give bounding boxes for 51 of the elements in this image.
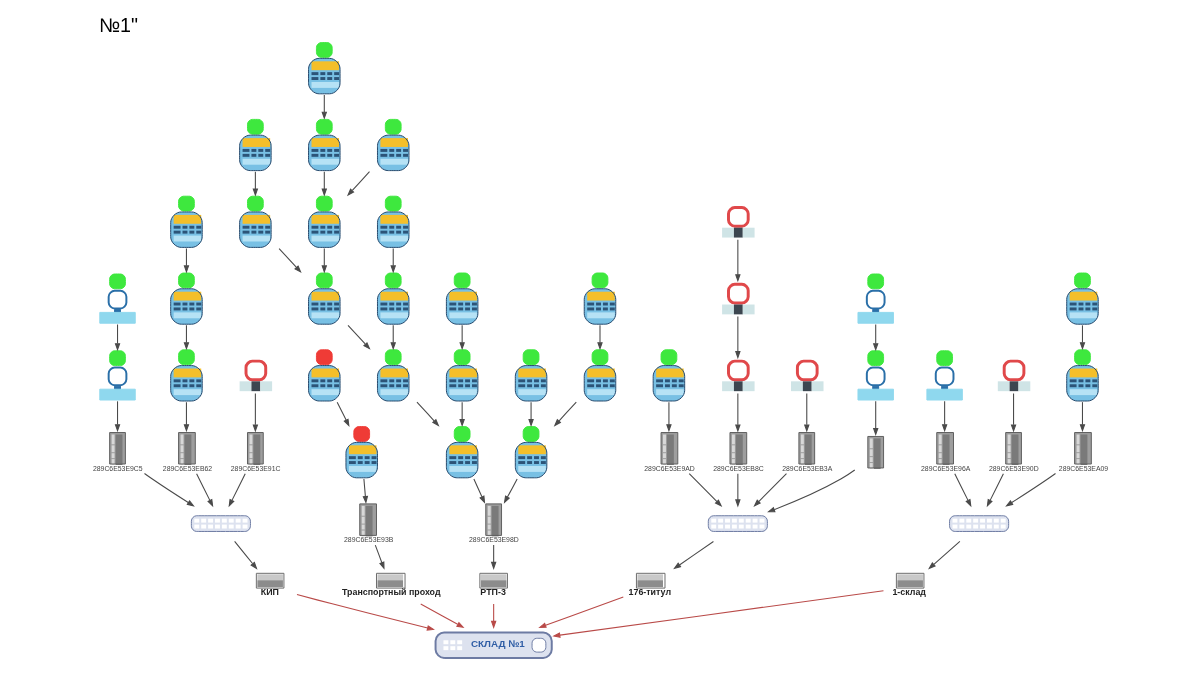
arrow xyxy=(538,596,624,628)
node-label: Транспортный проход xyxy=(342,587,441,598)
arrow xyxy=(803,392,810,433)
arrow xyxy=(362,478,369,504)
arrow xyxy=(473,478,486,504)
arrow xyxy=(872,400,879,437)
arrow xyxy=(114,323,121,352)
arrow xyxy=(459,401,465,428)
arrow xyxy=(941,400,948,433)
arrow xyxy=(735,316,741,360)
arrow xyxy=(1010,392,1017,433)
arrow xyxy=(552,590,884,638)
arrow xyxy=(296,593,435,631)
arrow xyxy=(228,473,246,508)
arrow xyxy=(553,401,577,427)
arrow xyxy=(459,324,465,351)
arrow xyxy=(735,473,741,508)
node-label: КИП xyxy=(260,587,279,598)
arrow xyxy=(928,540,961,570)
arrow xyxy=(183,401,190,433)
node-label: 176-титул xyxy=(628,587,672,598)
arrow xyxy=(503,478,518,504)
arrow xyxy=(688,473,723,507)
node-label: РТП-3 xyxy=(480,587,506,598)
arrow xyxy=(1079,401,1086,433)
diagram-title: №1" xyxy=(98,13,139,36)
arrow xyxy=(1005,472,1057,507)
arrow xyxy=(954,473,972,508)
arrow xyxy=(252,392,259,433)
arrow xyxy=(673,540,714,570)
node-label: 1-склад xyxy=(892,587,926,598)
arrow xyxy=(735,392,741,433)
arrow xyxy=(735,239,741,283)
arrow xyxy=(114,400,121,433)
arrow xyxy=(666,401,672,433)
arrow xyxy=(346,171,371,197)
arrow xyxy=(278,248,302,274)
arrow xyxy=(347,324,371,350)
arrow xyxy=(597,324,603,351)
arrow xyxy=(753,473,787,507)
arrow xyxy=(872,323,879,352)
arrow xyxy=(234,540,258,570)
arrow xyxy=(767,469,856,513)
arrow xyxy=(420,603,465,629)
arrow xyxy=(528,401,534,428)
arrow xyxy=(143,472,195,507)
arrow xyxy=(986,473,1004,508)
arrow xyxy=(374,544,385,570)
arrow xyxy=(336,401,350,427)
arrow xyxy=(416,401,440,427)
arrow xyxy=(196,473,214,508)
